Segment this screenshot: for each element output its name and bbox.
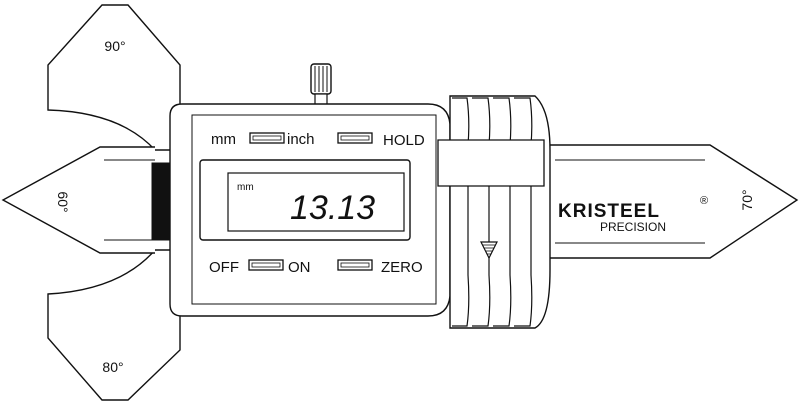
right-beam-tip [540, 144, 799, 259]
right-angle-label: 70° [739, 189, 755, 210]
hold-button-inset [340, 135, 370, 141]
inch-label: inch [287, 131, 315, 148]
lcd-unit: mm [237, 182, 254, 193]
zero-button[interactable] [337, 259, 373, 271]
adjust-knob-ridges [314, 66, 328, 92]
mm-inch-button[interactable] [249, 132, 285, 144]
left-angle-label: 60° [55, 191, 71, 212]
hold-label: HOLD [383, 132, 425, 149]
hold-button[interactable] [337, 132, 373, 144]
zero-label: ZERO [381, 259, 423, 276]
lcd-reading: 13.13 [290, 189, 375, 227]
slider-guide-band [437, 139, 545, 187]
on-label: ON [288, 259, 311, 276]
brand-name: KRISTEEL [558, 201, 660, 222]
mm-label: mm [211, 131, 236, 148]
mm-inch-button-inset [252, 135, 282, 141]
bottom-angle-label: 80° [102, 359, 123, 375]
bottom-angle-blade [47, 249, 181, 401]
left-beam-tip [1, 146, 155, 254]
brand-tagline: PRECISION [600, 220, 666, 234]
body-inner-panel [191, 114, 437, 305]
lcd-screen [227, 172, 405, 232]
top-angle-blade [47, 4, 181, 151]
off-on-button-inset [251, 262, 281, 268]
slider-pointer-triangle [480, 241, 498, 260]
slider-grip-ridges [452, 97, 533, 327]
slider-grip-block[interactable] [449, 95, 551, 329]
off-label: OFF [209, 259, 239, 276]
top-angle-label: 90° [104, 38, 125, 54]
off-on-button[interactable] [248, 259, 284, 271]
slider-pointer-hatch [483, 244, 495, 255]
adjust-knob[interactable] [310, 63, 332, 95]
brand-registered-mark: ® [700, 195, 708, 207]
zero-button-inset [340, 262, 370, 268]
